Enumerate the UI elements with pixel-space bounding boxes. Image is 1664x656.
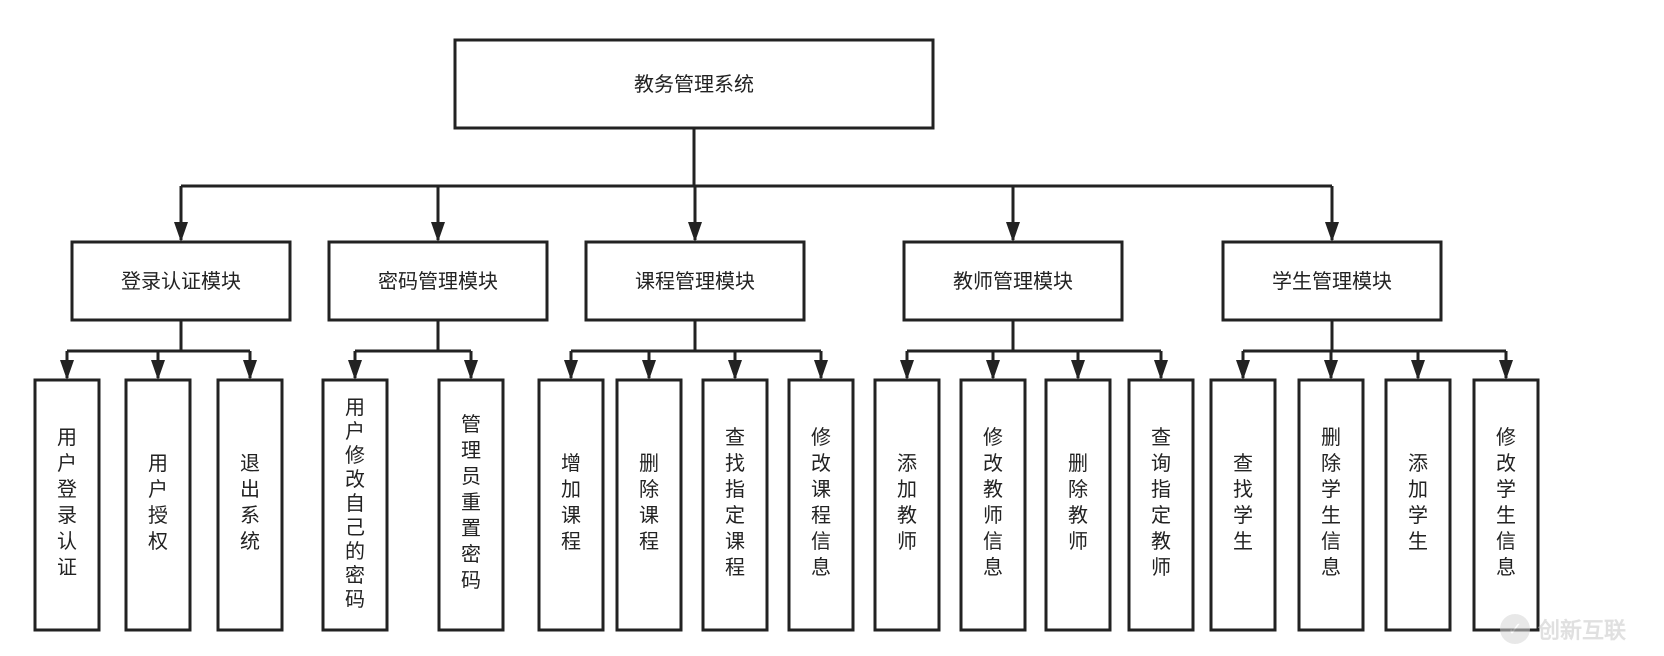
root-box	[453, 38, 935, 130]
leaf-arrow	[1411, 360, 1425, 380]
leaf-box	[1472, 378, 1540, 632]
leaf-arrow	[60, 360, 74, 380]
module-arrow	[431, 222, 445, 242]
leaf-arrow	[1071, 360, 1085, 380]
leaf-label: 添加学生	[1408, 451, 1428, 553]
leaf-node: 添加学生	[1384, 378, 1452, 632]
module-box	[327, 240, 549, 322]
leaf-node: 管理员重置密码	[437, 378, 505, 632]
leaf-box	[124, 378, 192, 632]
leaf-box	[1209, 378, 1277, 632]
leaf-label: 添加教师	[897, 451, 917, 553]
leaf-node: 查询指定教师	[1127, 378, 1195, 632]
module-label: 登录认证模块	[121, 269, 241, 293]
module-node: 学生管理模块	[1221, 240, 1443, 322]
watermark: ✓ 创新互联	[1500, 611, 1626, 647]
leaf-arrow	[243, 360, 257, 380]
module-node: 教师管理模块	[902, 240, 1124, 322]
leaf-node: 删除课程	[615, 378, 683, 632]
leaf-box	[959, 378, 1027, 632]
leaf-box	[1384, 378, 1452, 632]
leaf-label: 管理员重置密码	[461, 412, 481, 592]
leaf-box	[615, 378, 683, 632]
leaf-label: 退出系统	[240, 451, 260, 553]
root-label: 教务管理系统	[634, 72, 754, 96]
leaf-arrow	[814, 360, 828, 380]
leaf-arrow	[1499, 360, 1513, 380]
module-node: 密码管理模块	[327, 240, 549, 322]
leaf-node: 用户登录认证	[33, 378, 101, 632]
leaf-arrow	[986, 360, 1000, 380]
leaf-node: 删除学生信息	[1297, 378, 1365, 632]
module-label: 学生管理模块	[1272, 269, 1392, 293]
watermark-text: 创新互联	[1538, 619, 1627, 644]
leaf-label: 删除学生信息	[1321, 425, 1341, 579]
leaf-node: 查找指定课程	[701, 378, 769, 632]
leaf-box	[787, 378, 855, 632]
module-box	[902, 240, 1124, 322]
leaf-arrow	[348, 360, 362, 380]
leaf-label: 修改课程信息	[811, 425, 831, 579]
leaf-node: 修改课程信息	[787, 378, 855, 632]
leaf-label: 修改学生信息	[1496, 425, 1516, 579]
root-node: 教务管理系统	[453, 38, 935, 130]
leaf-node: 删除教师	[1044, 378, 1112, 632]
leaf-node: 添加教师	[873, 378, 941, 632]
leaf-node: 用户授权	[124, 378, 192, 632]
module-arrow	[688, 222, 702, 242]
leaf-box	[216, 378, 284, 632]
module-box	[70, 240, 292, 322]
leaf-box	[437, 378, 505, 632]
leaf-box	[1044, 378, 1112, 632]
leaf-box	[701, 378, 769, 632]
leaf-box	[537, 378, 605, 632]
leaf-box	[873, 378, 941, 632]
leaf-arrow	[1324, 360, 1338, 380]
leaf-box	[1297, 378, 1365, 632]
leaf-label: 修改教师信息	[983, 425, 1003, 579]
leaf-node: 查找学生	[1209, 378, 1277, 632]
leaf-node: 退出系统	[216, 378, 284, 632]
leaf-label: 删除课程	[639, 451, 659, 553]
leaf-box	[33, 378, 101, 632]
leaf-node: 增加课程	[537, 378, 605, 632]
leaf-arrow	[728, 360, 742, 380]
leaf-node: 修改教师信息	[959, 378, 1027, 632]
leaf-arrow	[900, 360, 914, 380]
leaf-label: 查找指定课程	[725, 425, 745, 579]
module-label: 密码管理模块	[378, 269, 498, 293]
module-label: 课程管理模块	[635, 269, 755, 293]
leaf-arrow	[1236, 360, 1250, 380]
leaf-arrow	[1154, 360, 1168, 380]
module-node: 课程管理模块	[584, 240, 806, 322]
module-label: 教师管理模块	[953, 269, 1073, 293]
leaf-arrow	[151, 360, 165, 380]
leaf-label: 用户登录认证	[57, 425, 77, 579]
leaf-label: 增加课程	[561, 451, 581, 553]
leaf-label: 用户修改自己的密码	[345, 395, 365, 611]
brand-logo-icon: ✓	[1500, 614, 1530, 644]
module-arrow	[1325, 222, 1339, 242]
module-box	[1221, 240, 1443, 322]
module-box	[584, 240, 806, 322]
leaf-label: 查询指定教师	[1151, 425, 1171, 579]
leaf-arrow	[464, 360, 478, 380]
leaf-box	[1127, 378, 1195, 632]
leaf-arrow	[564, 360, 578, 380]
leaf-label: 用户授权	[148, 451, 168, 553]
leaf-node: 用户修改自己的密码	[321, 378, 389, 632]
leaf-box	[321, 378, 389, 632]
module-arrow	[174, 222, 188, 242]
leaf-label: 查找学生	[1233, 451, 1253, 553]
module-arrow	[1006, 222, 1020, 242]
leaf-node: 修改学生信息	[1472, 378, 1540, 632]
module-node: 登录认证模块	[70, 240, 292, 322]
connector-layer	[60, 128, 1513, 380]
leaf-arrow	[642, 360, 656, 380]
leaf-label: 删除教师	[1068, 451, 1088, 553]
